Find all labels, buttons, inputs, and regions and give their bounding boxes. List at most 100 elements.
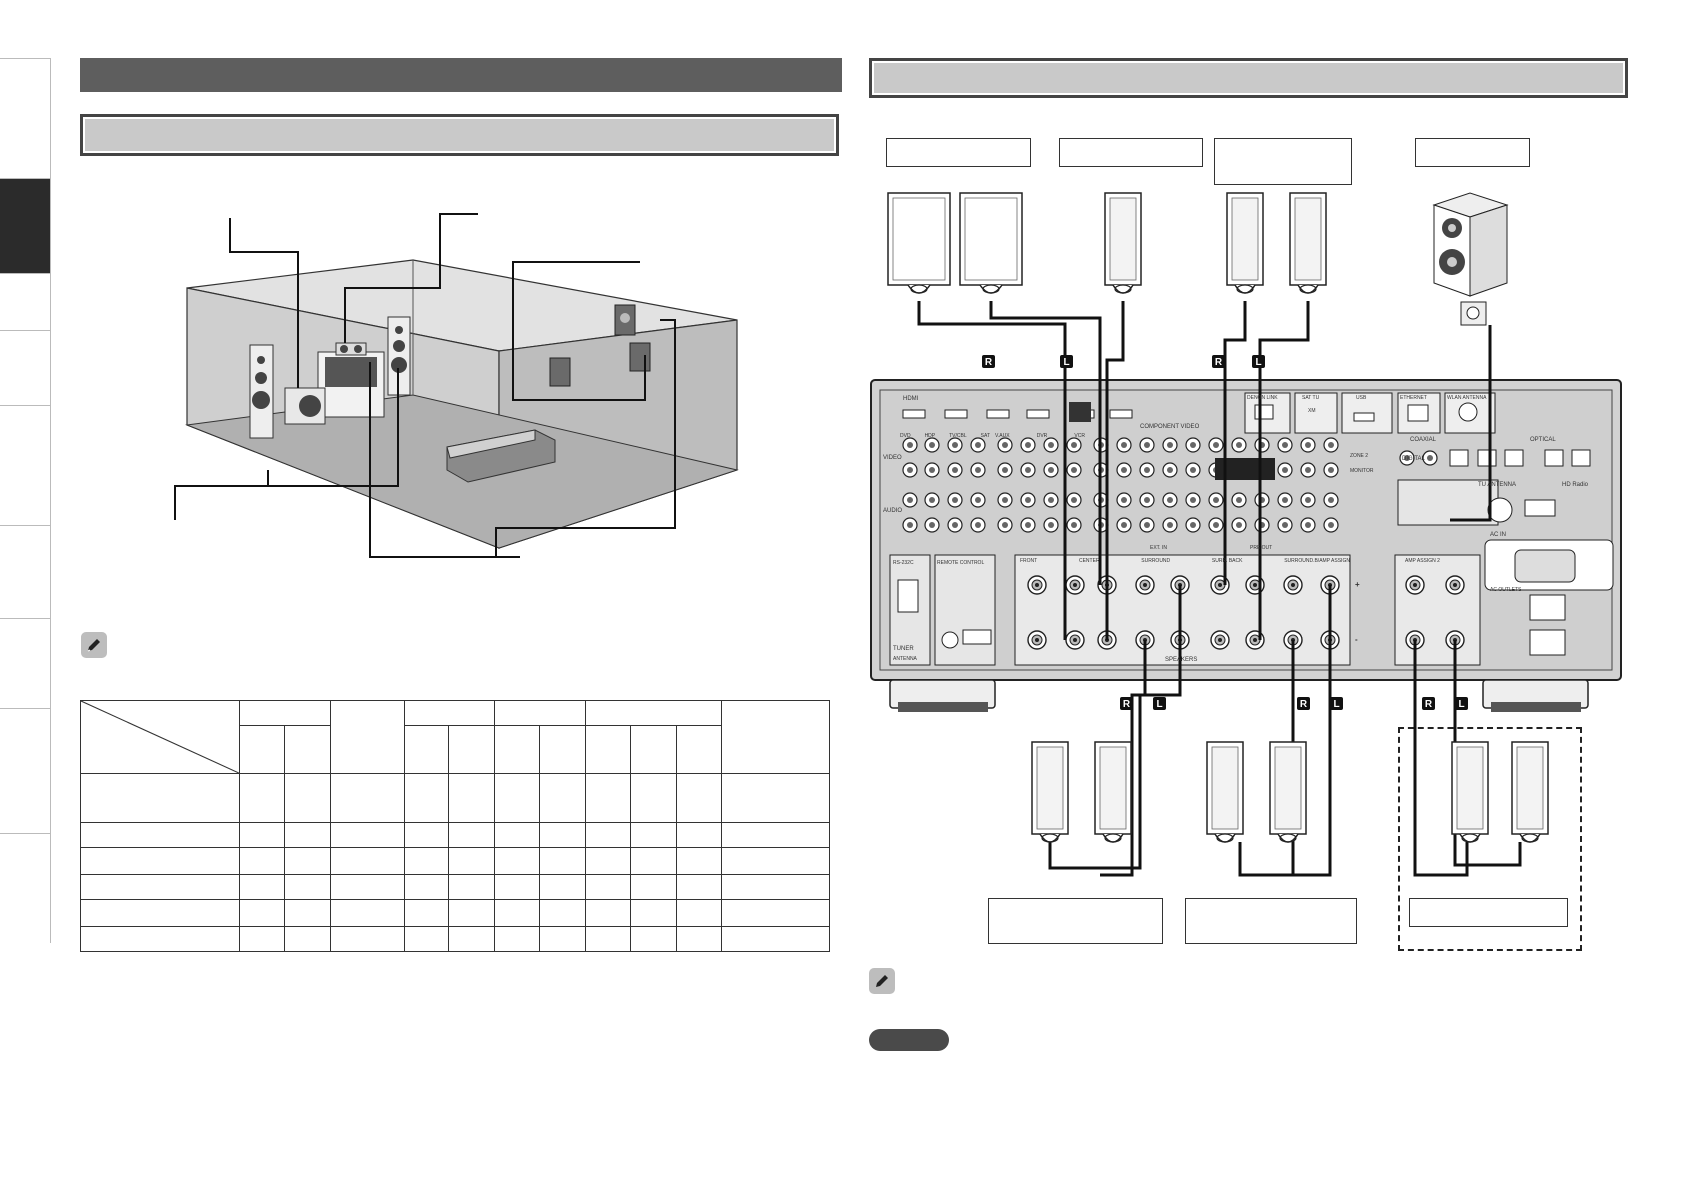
input-label: HDP [924,433,936,439]
usb-label: USB [1356,395,1367,401]
terminal-label: SURROUND [1141,558,1171,564]
front-height-label-box [1185,898,1357,944]
antenna-label: ANTENNA [893,656,917,662]
surround-speakers [1226,192,1327,294]
pre-out-label: PRE OUT [1250,545,1273,551]
input-label: TV/CBL [949,433,967,439]
side-tab[interactable] [0,708,50,834]
subsection-title-bar [80,114,839,156]
svg-text:L: L [1333,699,1339,710]
terminal-label: SURR. BACK [1211,558,1243,564]
front-height-speakers [1206,741,1307,843]
side-tab[interactable] [0,58,50,179]
table-row [80,925,830,952]
section-title-bar [80,58,842,92]
ethernet-label: ETHERNET [1400,395,1427,401]
tuner-label: TUNER [893,646,914,652]
input-label: V.AUX [995,433,1010,439]
wlan-antenna-label: WLAN ANTENNA [1447,395,1487,401]
channel-marker-l-front-height: L [1330,697,1343,710]
side-tab[interactable] [0,405,50,526]
front-left-speaker [887,192,951,294]
tab-column-edge [50,58,51,943]
front-right-speaker [959,192,1023,294]
terminal-label: FRONT [1020,558,1038,564]
tu-antenna-label: TU ANTENNA [1478,482,1517,488]
table-subheader-row [81,725,830,774]
input-label: SAT [980,433,990,439]
component-video-label: COMPONENT VIDEO [1140,424,1200,430]
table-row [80,873,830,900]
channel-marker-r-surround-back: R [1120,697,1133,710]
monitor-label: MONITOR [1350,468,1374,474]
table-row [80,821,830,849]
speakers-label: SPEAKERS [1165,657,1198,663]
ext-in-label: EXT. IN [1150,545,1167,551]
speaker-configuration-table [80,699,830,952]
digital-label: DIGITAL [1402,456,1425,462]
svg-text:R: R [1215,357,1223,368]
hdmi-label: HDMI [903,396,919,402]
input-labels-row: DVD HDP TV/CBL SAT [900,433,990,439]
video-label: VIDEO [883,455,902,461]
denon-link-label: DENON LINK [1247,395,1278,401]
ac-outlets-label: AC OUTLETS [1490,587,1522,593]
channel-marker-l-surround-back: L [1153,697,1166,710]
input-label: DVR [1036,433,1048,439]
terminal-plus-label: + [1355,580,1360,589]
input-label: VCR [1074,433,1085,439]
hd-radio-label: HD Radio [1562,482,1589,488]
svg-text:R: R [1425,699,1433,710]
side-tab-active[interactable] [0,178,50,274]
side-tab[interactable] [0,618,50,709]
input-label: DVD [900,433,911,439]
audio-label: AUDIO [883,508,903,514]
sat-tu-label: SAT TU [1302,395,1320,401]
svg-text:R: R [985,357,993,368]
svg-text:L: L [1458,699,1464,710]
optional-zone-dashed-box [1398,727,1582,951]
note-label-pill [869,1029,949,1051]
svg-text:L: L [1255,357,1261,368]
zone2-speakers [1451,741,1549,843]
note-pencil-icon [81,632,107,658]
channel-marker-r-surround: R [1212,355,1225,368]
speaker-terminal-labels: FRONT CENTER SURROUND SURR. BACK SURROUN… [1020,558,1350,564]
table-corner-cell [80,700,240,774]
side-tab[interactable] [0,525,50,619]
svg-text:R: R [1300,699,1308,710]
input-labels-row-2: V.AUX DVR VCR [995,433,1085,439]
table-header-row [80,699,830,774]
side-tab[interactable] [0,273,50,331]
channel-marker-r-zone2: R [1422,697,1435,710]
note-pencil-icon-right [869,968,895,994]
connection-section-title-bar [869,58,1628,98]
zone2-label: ZONE 2 [1350,453,1369,459]
surround-speakers-illustration [549,304,651,387]
side-tab[interactable] [0,833,50,944]
subwoofer-speaker [1432,192,1509,326]
rs232c-label: RS-232C [893,560,914,566]
terminal-label: SURROUND.B/AMP ASSIGN [1284,558,1350,564]
center-speaker-label-box [1059,138,1203,167]
side-tab[interactable] [0,330,50,406]
svg-text:L: L [1063,357,1069,368]
terminal-label: CENTER [1078,558,1100,564]
front-right-speaker-illustration [387,316,411,396]
optical-label: OPTICAL [1530,437,1556,443]
surround-back-label-box [988,898,1163,944]
terminal-minus-label: - [1355,635,1358,644]
subwoofer-illustration [284,387,326,425]
remote-control-label: REMOTE CONTROL [937,560,985,566]
av-receiver-rear-panel [870,379,1622,712]
svg-text:R: R [1123,699,1131,710]
tv-and-center-speaker [317,342,385,418]
channel-marker-r-front: R [982,355,995,368]
ac-in-label: AC IN [1490,532,1507,538]
channel-marker-l-zone2: L [1455,697,1468,710]
center-speaker [1104,192,1142,294]
table-row [80,772,830,823]
xm-label: XM [1308,408,1316,414]
surround-speakers-label-box [1214,138,1352,185]
svg-text:L: L [1156,699,1162,710]
